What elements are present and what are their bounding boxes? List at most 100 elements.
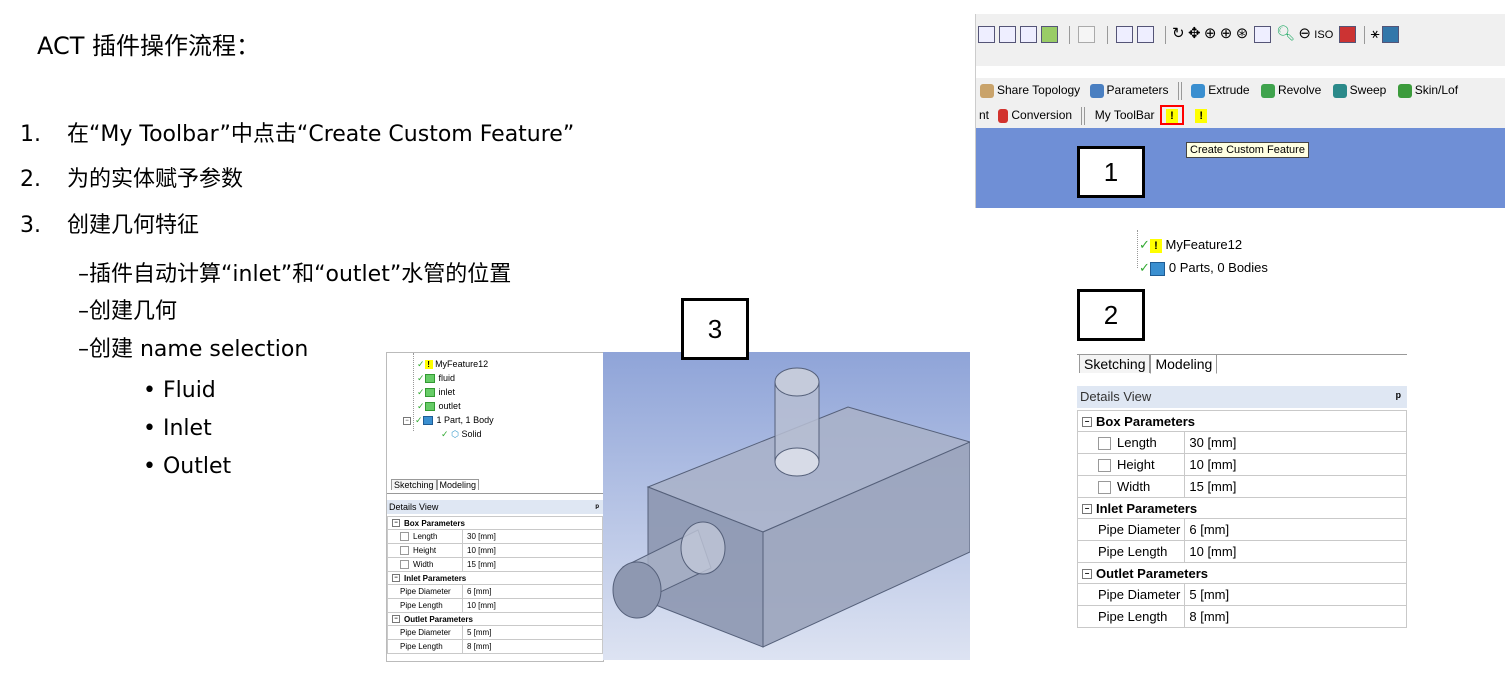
pin-icon[interactable]: ᵖ [1395,389,1401,404]
tree-screenshot: ✓! MyFeature12 ✓0 Parts, 0 Bodies Sketch… [1077,230,1407,380]
tab-modeling[interactable]: Modeling [436,479,480,490]
parameter-checkbox[interactable] [1098,481,1111,495]
row-value[interactable]: 8 [mm] [1184,605,1407,628]
parameter-checkbox[interactable] [400,532,409,542]
zoom-icon[interactable]: ⊕ [1203,25,1217,42]
table-row[interactable]: Width 15 [mm] [1076,475,1407,498]
tree-item-outlet[interactable]: ✓outlet [417,401,461,412]
warning-icon: ! [424,360,433,370]
zoom-in-icon[interactable]: ⊕ [1219,25,1233,42]
parameter-checkbox[interactable] [1098,437,1111,451]
tree-item-fluid[interactable]: ✓fluid [417,373,456,384]
parameters-button[interactable]: Parameters [1089,83,1169,98]
inlet-pipe-end [612,561,662,619]
row-value[interactable]: 6 [mm] [1184,518,1407,541]
select-face-icon[interactable] [999,26,1016,44]
row-value[interactable]: 15 [mm] [1184,475,1407,498]
display-icon[interactable] [1381,26,1399,44]
row-value[interactable]: 15 [mm] [462,557,603,572]
pan-icon[interactable]: ✥ [1187,25,1201,42]
iso-icon[interactable]: ISO [1314,29,1334,41]
row-value[interactable]: 5 [mm] [462,625,603,640]
custom-feature-2-button[interactable]: ! [1195,108,1208,123]
row-label: Pipe Diameter [1076,583,1186,606]
collapse-icon[interactable] [1136,26,1154,44]
pin-icon[interactable]: ᵖ [595,502,599,512]
row-label: Pipe Length [1076,540,1186,563]
conversion-button[interactable]: Conversion [998,108,1072,123]
inlet-parameters-header[interactable]: −Inlet Parameters [387,571,603,585]
row-label: Pipe Diameter [1076,518,1186,541]
tab-modeling[interactable]: Modeling [1150,354,1218,374]
tree-item-label: 0 Parts, 0 Bodies [1168,260,1268,275]
extrude-button[interactable]: Extrude [1191,83,1250,98]
share-topology-button[interactable]: Share Topology [980,83,1080,98]
select-body-icon[interactable] [1041,26,1058,44]
axis-icon[interactable]: ⚹ [1370,25,1380,42]
model-viewport[interactable] [603,352,970,660]
box-parameters-header[interactable]: −Box Parameters [387,516,603,530]
row-value[interactable]: 10 [mm] [1184,453,1407,476]
parameter-checkbox[interactable] [400,560,409,570]
bullet-text: Inlet [162,416,212,441]
step-number: 2. [20,167,41,192]
row-value[interactable]: 8 [mm] [462,639,603,654]
viewport[interactable] [976,128,1505,208]
expand-icon[interactable] [1115,26,1133,44]
tree-item-feature[interactable]: ✓! MyFeature12 [1139,237,1242,253]
tree-item-parts[interactable]: ✓0 Parts, 0 Bodies [1139,260,1268,276]
tree-item-part[interactable]: −✓1 Part, 1 Body [403,415,494,426]
outlet-parameters-header[interactable]: −Outlet Parameters [387,612,603,626]
zoom-magnify-icon[interactable]: 🔍︎ [1275,25,1296,42]
tree-item-inlet[interactable]: ✓inlet [417,387,456,398]
skin-loft-button[interactable]: Skin/Lof [1397,83,1458,98]
revolve-button[interactable]: Revolve [1260,83,1321,98]
parameter-checkbox[interactable] [400,546,409,556]
tree-item-label: MyFeature12 [435,359,489,369]
step-text: 为的实体赋予参数 [67,167,244,192]
outlet-parameters-header[interactable]: −Outlet Parameters [1077,562,1407,584]
sweep-button[interactable]: Sweep [1332,83,1386,98]
extend-icon[interactable] [1078,26,1096,44]
tab-sketching[interactable]: Sketching [1079,354,1151,373]
create-custom-feature-button[interactable]: ! [1159,105,1184,125]
zoom-fit-icon[interactable] [1253,26,1271,44]
row-value[interactable]: 10 [mm] [462,598,603,613]
row-value[interactable]: 10 [mm] [462,543,603,558]
row-value[interactable]: 30 [mm] [1184,431,1407,454]
inlet-parameters-header[interactable]: −Inlet Parameters [1077,497,1407,519]
row-label: Width [1117,478,1151,494]
tree-item-feature[interactable]: ✓! MyFeature12 [417,359,489,370]
row-value[interactable]: 5 [mm] [1184,583,1407,606]
zoom-box-icon[interactable]: ⊛ [1235,25,1249,42]
tab-sketching[interactable]: Sketching [391,479,437,490]
step-text: 创建几何特征 [67,213,200,238]
rotate-icon[interactable]: ↻ [1172,25,1185,42]
look-at-icon[interactable] [1338,26,1356,44]
bullet-inlet: • Inlet [143,416,212,441]
select-icon[interactable] [978,26,995,44]
zoom-out-icon[interactable]: ⊖ [1298,25,1311,42]
select-edge-icon[interactable] [1020,26,1037,44]
row-value[interactable]: 10 [mm] [1184,540,1407,563]
row-value[interactable]: 30 [mm] [462,529,603,544]
parts-icon [422,416,433,426]
parameter-checkbox[interactable] [1098,459,1111,473]
tree-item-solid[interactable]: ✓ ⬡ Solid [441,429,482,439]
row-value[interactable]: 6 [mm] [462,584,603,599]
box-parameters-header[interactable]: −Box Parameters [1077,410,1407,432]
